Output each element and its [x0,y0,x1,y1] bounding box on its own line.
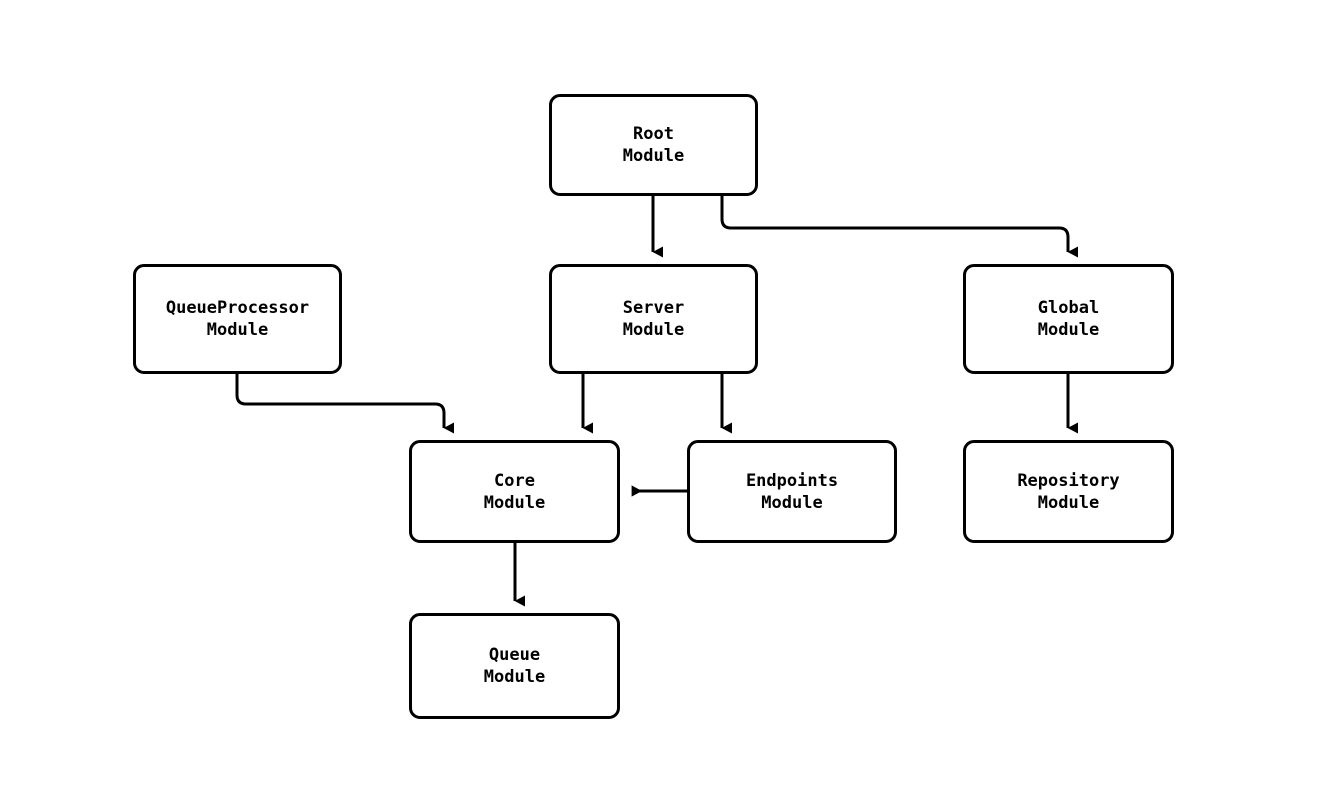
node-queueprocessor-module-label-line2: Module [206,320,269,340]
node-global-module[interactable]: Global Module [963,264,1174,374]
node-root-module[interactable]: Root Module [549,94,758,196]
node-repository-module-label-line2: Module [1037,492,1100,513]
node-repository-module[interactable]: Repository Module [963,440,1174,543]
node-core-module-label-line1: Core [494,470,535,491]
node-queue-module[interactable]: Queue Module [409,613,620,719]
node-global-module-label-line1: Global [1037,298,1100,318]
node-queue-module-label-line2: Module [483,667,546,687]
node-server-module-label-line1: Server [622,298,685,318]
node-server-module[interactable]: Server Module [549,264,758,374]
node-core-module-label-line2: Module [483,492,546,513]
node-queueprocessor-module-label-line1: QueueProcessor [165,298,310,318]
node-queue-module-label-line1: Queue [488,645,541,665]
node-endpoints-module-label-line2: Module [761,492,823,513]
node-root-module-label-line2: Module [622,146,685,166]
edge-queueprocessor-to-core [235,374,455,434]
node-endpoints-module[interactable]: Endpoints Module [687,440,897,543]
node-repository-module-label-line1: Repository [1017,470,1120,491]
edge-root-to-global [720,196,1079,258]
node-global-module-label-line2: Module [1037,320,1100,340]
node-server-module-label-line2: Module [622,320,685,340]
node-endpoints-module-label-line1: Endpoints [745,470,839,491]
node-core-module[interactable]: Core Module [409,440,620,543]
node-root-module-label-line1: Root [633,124,674,144]
node-queueprocessor-module[interactable]: QueueProcessor Module [133,264,342,374]
